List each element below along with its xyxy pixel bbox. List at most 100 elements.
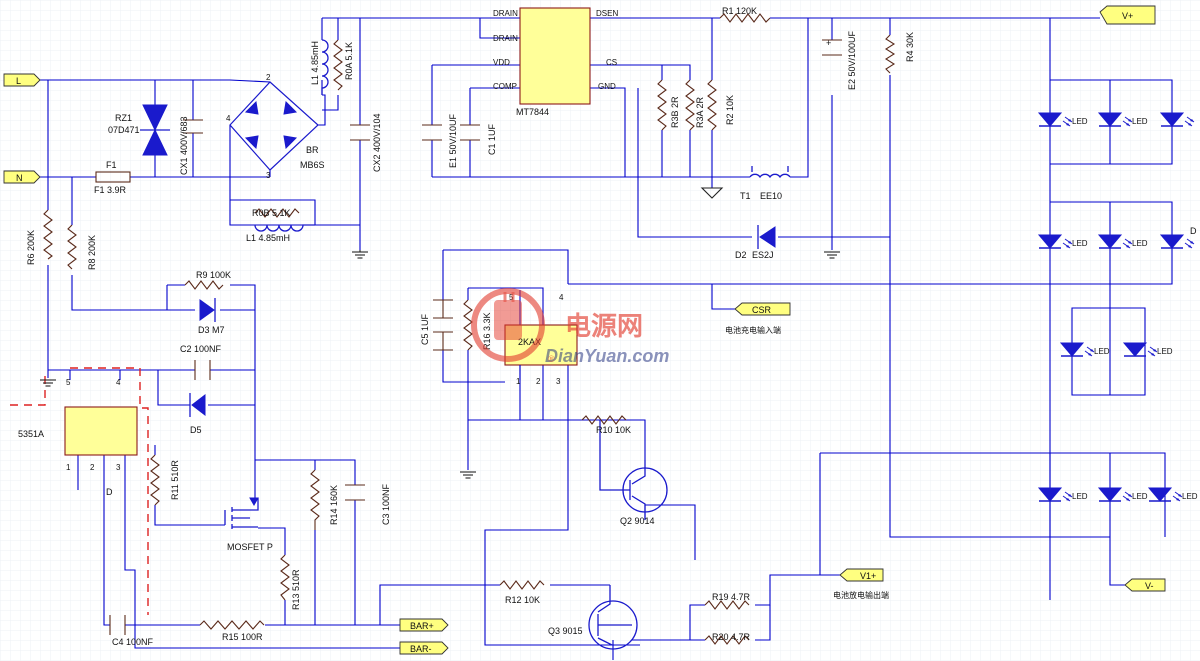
label-q2: Q2 9014 bbox=[620, 516, 655, 526]
label-r10: R10 10K bbox=[596, 425, 631, 435]
label-c2: C2 100NF bbox=[180, 344, 222, 354]
wires bbox=[40, 17, 1173, 660]
label-br-pin3: 3 bbox=[266, 171, 271, 180]
label-c4: C4 100NF bbox=[112, 637, 154, 647]
led-label: LED bbox=[1072, 117, 1088, 126]
label-c3: C3 100NF bbox=[381, 483, 391, 525]
label-r15: R15 100R bbox=[222, 632, 263, 642]
watermark-cn: 电源网 bbox=[565, 311, 643, 341]
label-br-val: MB6S bbox=[300, 160, 325, 170]
label-r14: R14 160K bbox=[329, 485, 339, 525]
label-d: D bbox=[106, 487, 113, 497]
label-l1-bottom: L1 4.85mH bbox=[246, 233, 290, 243]
svg-text:L: L bbox=[16, 76, 21, 86]
fuse-f1 bbox=[95, 171, 131, 183]
led-label: LED bbox=[1182, 492, 1198, 501]
label-r12: R12 10K bbox=[505, 595, 540, 605]
inductors bbox=[254, 39, 791, 232]
label-f1-val: F1 3.9R bbox=[94, 185, 127, 195]
label-t1: T1 bbox=[740, 191, 751, 201]
watermark-reg: ® bbox=[548, 354, 555, 364]
watermark-en: DianYuan.com bbox=[545, 346, 669, 366]
svg-text:2: 2 bbox=[90, 463, 95, 472]
label-c5: C5 1UF bbox=[420, 313, 430, 345]
ground-symbols bbox=[39, 187, 841, 479]
svg-text:4: 4 bbox=[559, 293, 564, 302]
label-d2-val: ES2J bbox=[752, 250, 774, 260]
led-label: LED bbox=[1157, 347, 1173, 356]
port-l[interactable]: L bbox=[3, 73, 41, 87]
port-vminus[interactable]: V- bbox=[1124, 578, 1166, 592]
label-c1: C1 1UF bbox=[487, 123, 497, 155]
capacitors bbox=[109, 39, 842, 635]
svg-text:V1+: V1+ bbox=[860, 571, 876, 581]
label-r6: R6 200K bbox=[26, 230, 36, 265]
label-cx2: CX2 400V/104 bbox=[372, 113, 382, 172]
ic-5351a[interactable]: 5351A 5 4 1 2 3 D bbox=[18, 378, 138, 497]
label-d2: D2 bbox=[735, 250, 747, 260]
label-r20: R20 4.7R bbox=[712, 632, 751, 642]
pin-drain-2: DRAIN bbox=[493, 34, 518, 43]
label-r0b: R0B 5.1K bbox=[252, 208, 291, 218]
svg-text:1: 1 bbox=[66, 463, 71, 472]
label-r16: R16 3.3K bbox=[482, 312, 492, 350]
port-v1plus[interactable]: V1+ bbox=[839, 568, 884, 582]
led-label: LED bbox=[1072, 239, 1088, 248]
component-labels: RZ1 07D471 CX1 400V/683 F1 F1 3.9R 2 4 3… bbox=[26, 6, 915, 647]
svg-text:2: 2 bbox=[536, 377, 541, 386]
pin-vdd: VDD bbox=[493, 58, 510, 67]
svg-text:V-: V- bbox=[1145, 581, 1154, 591]
ic-2kax-label: 2KAX bbox=[518, 337, 541, 347]
svg-text:CSR: CSR bbox=[752, 305, 772, 315]
label-mosfet: MOSFET P bbox=[227, 542, 273, 552]
port-csr[interactable]: CSR bbox=[734, 302, 791, 316]
semiconductors bbox=[140, 81, 776, 650]
label-br-pin4: 4 bbox=[226, 114, 231, 123]
led-label: LED bbox=[1072, 492, 1088, 501]
label-d3: D3 M7 bbox=[198, 325, 225, 335]
pin-gnd: GND bbox=[598, 82, 616, 91]
svg-text:N: N bbox=[16, 173, 23, 183]
pin-dsen: DSEN bbox=[596, 9, 618, 18]
label-r19: R19 4.7R bbox=[712, 592, 751, 602]
port-vplus-top[interactable]: V+ bbox=[1099, 5, 1156, 25]
ic-mt7844[interactable]: DRAIN DRAIN VDD COMP DSEN CS GND MT7844 bbox=[493, 7, 618, 117]
label-q3: Q3 9015 bbox=[548, 626, 583, 636]
label-br: BR bbox=[306, 145, 319, 155]
label-r3b: R3B 2R bbox=[670, 96, 680, 128]
led-label: LED bbox=[1094, 347, 1110, 356]
led-d-label: D bbox=[1190, 226, 1197, 236]
note-charge-input: 电池充电输入端 bbox=[725, 325, 781, 335]
svg-text:BAR+: BAR+ bbox=[410, 621, 434, 631]
label-r2: R2 10K bbox=[725, 95, 735, 125]
label-r11: R11 510R bbox=[170, 460, 180, 500]
watermark-logo: 电源网 DianYuan.com ® bbox=[471, 288, 669, 366]
svg-text:BAR-: BAR- bbox=[410, 644, 432, 654]
svg-text:1: 1 bbox=[516, 377, 521, 386]
dashed-region bbox=[10, 367, 149, 615]
port-barplus[interactable]: BAR+ bbox=[399, 618, 449, 632]
svg-text:5: 5 bbox=[66, 378, 71, 387]
led-label: LED bbox=[1132, 492, 1148, 501]
label-e2: E2 50V/100UF bbox=[847, 30, 857, 90]
led-array: LED LED LED LED LED LED LED LED LED D bbox=[1038, 112, 1198, 502]
label-e1: E1 50V/10UF bbox=[448, 113, 458, 168]
label-br-pin2: 2 bbox=[266, 73, 271, 82]
resistors bbox=[43, 13, 896, 645]
label-r4: R4 30K bbox=[905, 32, 915, 62]
svg-text:V+: V+ bbox=[1122, 11, 1133, 21]
label-r8: R8 200K bbox=[87, 235, 97, 270]
ic-mt7844-label: MT7844 bbox=[516, 107, 549, 117]
pin-drain-1: DRAIN bbox=[493, 9, 518, 18]
label-r0a: R0A 5.1K bbox=[344, 42, 354, 80]
svg-text:3: 3 bbox=[556, 377, 561, 386]
svg-text:4: 4 bbox=[116, 378, 121, 387]
note-discharge-output: 电池放电输出端 bbox=[833, 590, 889, 600]
label-r9: R9 100K bbox=[196, 270, 231, 280]
pin-comp: COMP bbox=[493, 82, 517, 91]
port-barminus[interactable]: BAR- bbox=[399, 641, 449, 655]
pin-cs: CS bbox=[606, 58, 617, 67]
port-n[interactable]: N bbox=[3, 170, 41, 184]
